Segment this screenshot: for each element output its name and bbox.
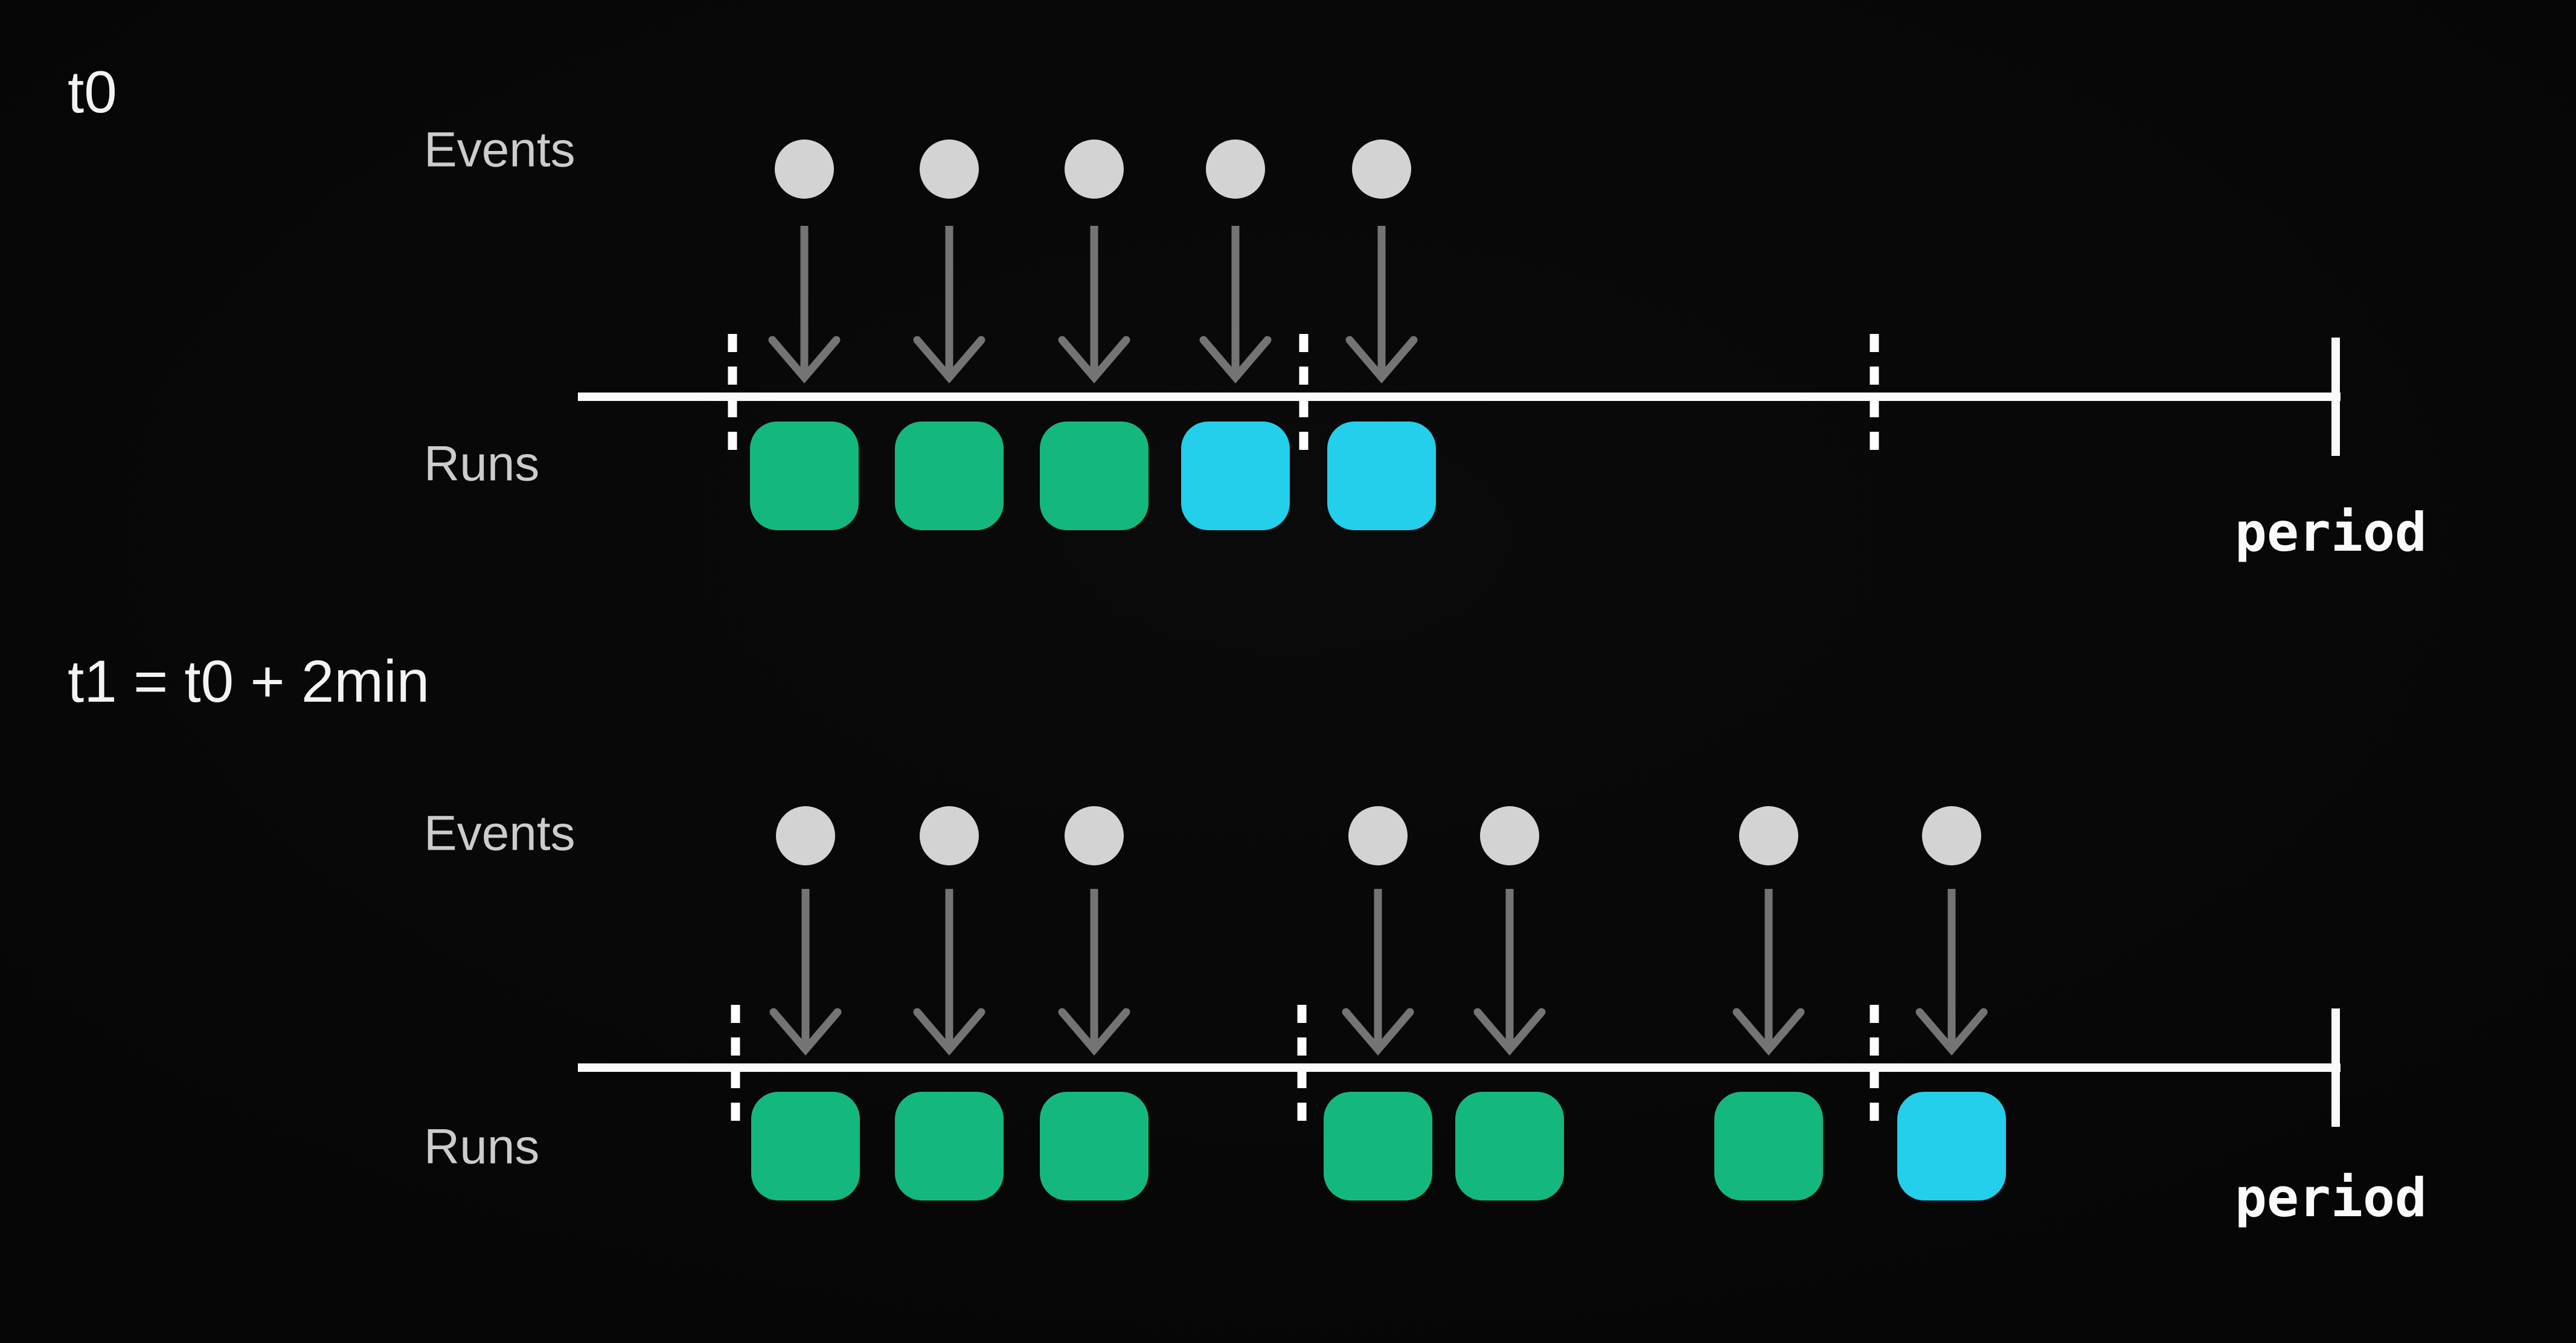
run-square-green (1040, 421, 1149, 530)
run-square-green (895, 1092, 1004, 1200)
t1-events-row-label: Events (424, 806, 575, 861)
run-square-cyan (1897, 1092, 2006, 1200)
t0-period-label: period (2235, 501, 2427, 563)
timeline-axis (578, 393, 2341, 401)
event-arrow-head (1342, 1008, 1414, 1056)
section-t0-title: t0 (68, 59, 117, 125)
event-arrow-head (913, 336, 985, 384)
event-dot (1065, 139, 1124, 199)
t1-period-label: period (2235, 1167, 2427, 1229)
run-square-green (1455, 1092, 1564, 1200)
event-dot (920, 139, 979, 199)
event-arrow-head (1915, 1008, 1988, 1056)
event-dot (1922, 806, 1981, 865)
event-arrow-head (1473, 1008, 1546, 1056)
run-square-cyan (1181, 421, 1290, 530)
event-dot (1206, 139, 1265, 199)
t0-runs-row-label: Runs (424, 436, 540, 492)
event-arrow-head (913, 1008, 985, 1056)
event-dot (776, 806, 835, 865)
event-dot (1348, 806, 1408, 865)
t0-events-row-label: Events (424, 122, 575, 178)
run-square-green (1714, 1092, 1823, 1200)
timeline-section-0 (578, 139, 2341, 530)
timeline-end-tick (2331, 1008, 2340, 1127)
run-square-green (750, 421, 859, 530)
event-arrow-head (1058, 1008, 1130, 1056)
event-dot (920, 806, 979, 865)
event-arrow-head (1199, 336, 1272, 384)
run-square-green (1040, 1092, 1149, 1200)
event-dot (1352, 139, 1411, 199)
timeline-end-tick (2331, 338, 2340, 456)
event-arrow-head (1345, 336, 1418, 384)
event-dot (775, 139, 834, 199)
section-t1-title: t1 = t0 + 2min (68, 648, 430, 714)
timeline-section-1 (578, 806, 2341, 1200)
run-square-green (1324, 1092, 1432, 1200)
run-square-green (751, 1092, 860, 1200)
event-arrow-head (769, 1008, 842, 1056)
t1-runs-row-label: Runs (424, 1119, 540, 1175)
event-dot (1739, 806, 1798, 865)
run-square-green (895, 421, 1004, 530)
event-arrow-head (1732, 1008, 1805, 1056)
event-arrow-head (1058, 336, 1130, 384)
timeline-axis (578, 1063, 2341, 1072)
event-dot (1480, 806, 1539, 865)
run-square-cyan (1327, 421, 1436, 530)
event-arrow-head (768, 336, 841, 384)
event-dot (1065, 806, 1124, 865)
